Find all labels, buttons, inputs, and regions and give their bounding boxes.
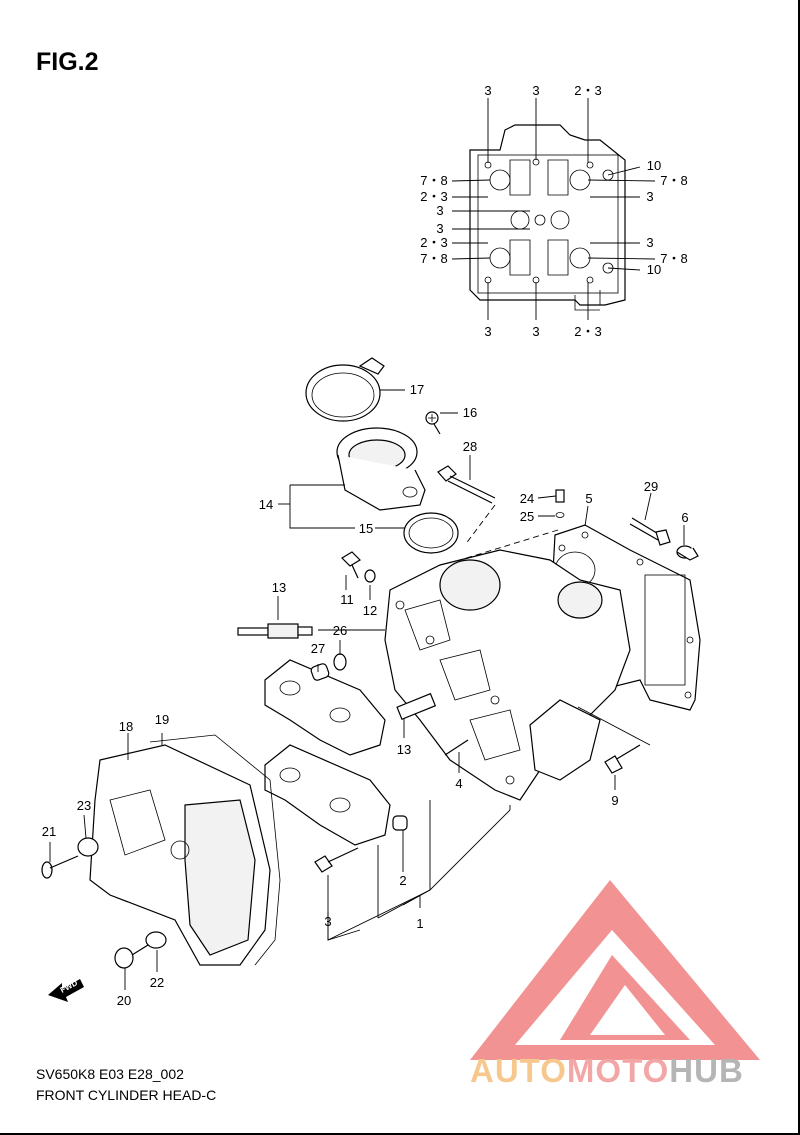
camshaft-holder-part: [264, 744, 391, 846]
inset-label: 2・3: [574, 83, 601, 98]
intake-clamp-part: [305, 357, 385, 422]
watermark-logo-icon: [470, 880, 760, 1060]
callout-20: 20: [117, 993, 131, 1008]
cylinder-head-part: [384, 549, 631, 801]
inset-label: 2・3: [420, 189, 447, 204]
o-ring-part: [403, 512, 459, 554]
spark-plug-part: [396, 692, 437, 721]
spark-plug-part: [237, 623, 313, 639]
washer-part: [364, 569, 376, 583]
small-bolt-part: [341, 551, 361, 579]
screw-part: [425, 411, 441, 435]
inset-label: 7・8: [660, 251, 687, 266]
inset-label: 3: [532, 324, 539, 339]
brand-part-auto: AUTO: [470, 1052, 567, 1089]
flange-bolt-part: [604, 744, 641, 774]
inset-label: 2・3: [420, 235, 447, 250]
cover-gasket-part: [149, 734, 281, 966]
callout-29: 29: [644, 479, 658, 494]
breather-fitting-part: [555, 489, 565, 518]
callout-28: 28: [463, 439, 477, 454]
long-bolt-part: [437, 465, 496, 504]
cover-bolt-part: [41, 855, 79, 879]
callout-5: 5: [585, 491, 592, 506]
figure-title: FIG.2: [36, 48, 99, 76]
head-bolt-pattern-inset: [469, 124, 626, 311]
callout-27: 27: [311, 641, 325, 656]
callout-4: 4: [455, 776, 462, 791]
brand-part-moto: MOTO: [566, 1052, 670, 1089]
callout-13: 13: [397, 742, 411, 757]
callout-21: 21: [42, 824, 56, 839]
callout-18: 18: [119, 719, 133, 734]
callout-11: 11: [340, 592, 354, 607]
inset-label: 7・8: [420, 251, 447, 266]
diagram-code: SV650K8 E03 E28_002: [36, 1066, 184, 1082]
watermark-brand: AUTOMOTOHUB: [470, 1052, 744, 1090]
callout-15: 15: [359, 521, 373, 536]
inset-label: 10: [647, 262, 661, 277]
cover-bolt-part: [114, 944, 149, 969]
inset-label: 7・8: [420, 173, 447, 188]
holder-bolt-part: [314, 847, 359, 873]
callout-17: 17: [410, 382, 424, 397]
callout-1: 1: [416, 916, 423, 931]
diagram-name: FRONT CYLINDER HEAD-C: [36, 1087, 217, 1103]
inset-label: 3: [436, 203, 443, 218]
washer-part: [333, 653, 347, 671]
inset-label: 10: [647, 158, 661, 173]
stud-bolt-part: [444, 739, 469, 756]
grommet-part: [77, 837, 99, 857]
inset-leader-lines: [451, 98, 656, 320]
callout-24: 24: [520, 491, 534, 506]
inset-label: 7・8: [660, 173, 687, 188]
callout-3: 3: [324, 914, 331, 929]
callout-22: 22: [150, 975, 164, 990]
intake-pipe-part: [336, 427, 426, 511]
main-leader-lines: [49, 389, 685, 990]
callout-16: 16: [463, 405, 477, 420]
inset-label: 3: [646, 235, 653, 250]
part-callout-labels: 17 16 28 14 15 24 25 5 29 6 13 11 12 26 …: [42, 382, 689, 1008]
inset-label: 3: [646, 189, 653, 204]
inset-label: 3: [532, 83, 539, 98]
callout-12: 12: [363, 603, 377, 618]
callout-2: 2: [399, 873, 406, 888]
inset-label: 3: [484, 83, 491, 98]
forward-arrow-icon: FWD: [48, 978, 84, 1002]
callout-13: 13: [272, 580, 286, 595]
brand-part-hub: HUB: [669, 1052, 744, 1089]
callout-14: 14: [259, 497, 273, 512]
dowel-pin-part: [676, 545, 699, 561]
dowel-pin-part: [392, 815, 408, 831]
side-bolt-part: [629, 517, 671, 546]
inset-label: 3: [484, 324, 491, 339]
inset-label: 3: [436, 221, 443, 236]
callout-6: 6: [681, 510, 688, 525]
callout-9: 9: [611, 793, 618, 808]
cylinder-head-cover-part: [89, 744, 271, 966]
callout-26: 26: [333, 623, 347, 638]
grommet-part: [145, 931, 167, 949]
callout-19: 19: [155, 712, 169, 727]
inset-callout-labels: 3 3 2・3 10 7・8 3 3 7・8 10 7・8 2・3 3 3 2・…: [420, 83, 687, 339]
callout-23: 23: [77, 798, 91, 813]
callout-25: 25: [520, 509, 534, 524]
inset-label: 2・3: [574, 324, 601, 339]
